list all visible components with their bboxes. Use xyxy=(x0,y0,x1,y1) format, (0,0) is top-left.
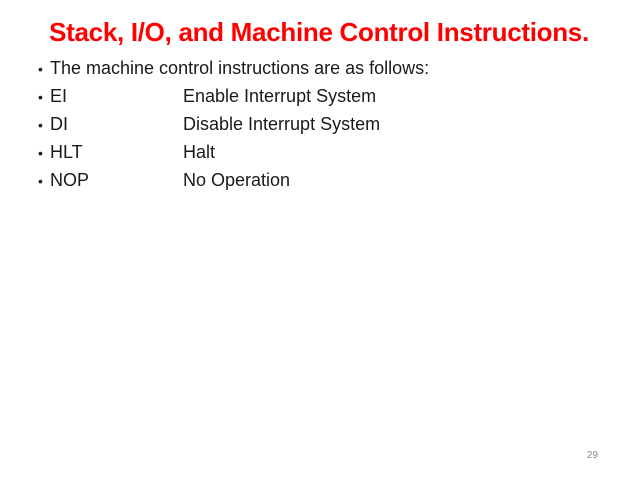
instruction-mnemonic: DI xyxy=(50,114,68,134)
instruction-row: • NOP No Operation xyxy=(38,166,618,194)
instruction-row: • HLT Halt xyxy=(38,138,618,166)
instruction-row: • DI Disable Interrupt System xyxy=(38,110,618,138)
bullet-icon: • xyxy=(38,173,43,189)
intro-bullet-item: • The machine control instructions are a… xyxy=(38,54,618,82)
bullet-icon: • xyxy=(38,117,43,133)
instruction-description: Enable Interrupt System xyxy=(183,86,377,106)
slide-body: • The machine control instructions are a… xyxy=(0,54,638,194)
instruction-mnemonic: EI xyxy=(50,86,68,106)
instruction-description: Halt xyxy=(183,142,216,162)
slide-title: Stack, I/O, and Machine Control Instruct… xyxy=(49,17,589,47)
page-number: 29 xyxy=(586,450,598,461)
instruction-description: No Operation xyxy=(183,170,291,190)
bullet-icon: • xyxy=(38,89,43,105)
instruction-description: Disable Interrupt System xyxy=(183,114,381,134)
bullet-icon: • xyxy=(38,61,43,77)
instruction-mnemonic: HLT xyxy=(50,142,83,162)
bullet-icon: • xyxy=(38,145,43,161)
instruction-row: • EI Enable Interrupt System xyxy=(38,82,618,110)
intro-text: The machine control instructions are as … xyxy=(50,58,430,78)
instruction-mnemonic: NOP xyxy=(50,170,90,190)
